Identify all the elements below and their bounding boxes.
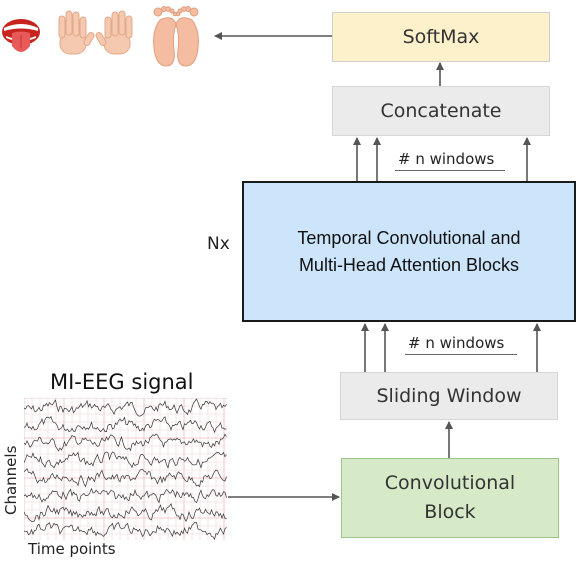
feet-icon	[153, 6, 199, 67]
softmax-block: SoftMax	[332, 12, 550, 62]
eeg-traces	[24, 398, 227, 540]
sliding-window-block: Sliding Window	[340, 372, 558, 420]
eeg-trace	[24, 398, 227, 417]
right-hand-icon	[95, 10, 133, 55]
output-classes	[2, 6, 199, 67]
convolutional-block: Convolutional Block	[341, 458, 559, 538]
concatenate-label: Concatenate	[380, 100, 502, 122]
eeg-signal-plot	[24, 398, 227, 540]
eeg-trace	[24, 416, 227, 434]
left-hand-icon	[58, 10, 95, 55]
x-axis-label: Time points	[28, 540, 116, 558]
eeg-trace	[24, 451, 227, 469]
tcn-attention-block: Temporal Convolutional and Multi-Head At…	[242, 181, 576, 322]
eeg-title: MI-EEG signal	[50, 370, 194, 394]
concatenate-block: Concatenate	[332, 86, 550, 136]
softmax-label: SoftMax	[402, 26, 480, 48]
conv-label-line2: Block	[424, 501, 476, 523]
eeg-grid	[24, 398, 227, 540]
tcn-label-line1: Temporal Convolutional and	[297, 228, 521, 249]
eeg-trace	[24, 487, 227, 504]
n-windows-top-label: # n windows	[398, 150, 495, 168]
n-windows-bottom-underline	[405, 354, 517, 355]
eeg-trace	[24, 502, 227, 522]
tongue-icon	[2, 19, 40, 52]
conv-label-line1: Convolutional	[384, 471, 516, 494]
eeg-trace	[24, 521, 227, 540]
nx-label: Nx	[207, 234, 230, 254]
eeg-trace	[24, 468, 227, 488]
tcn-label-line2: Multi-Head Attention Blocks	[298, 254, 520, 275]
n-windows-top-underline	[395, 170, 505, 171]
sliding-window-label: Sliding Window	[376, 385, 522, 407]
n-windows-bottom-label: # n windows	[408, 334, 505, 352]
eeg-trace	[24, 433, 227, 452]
